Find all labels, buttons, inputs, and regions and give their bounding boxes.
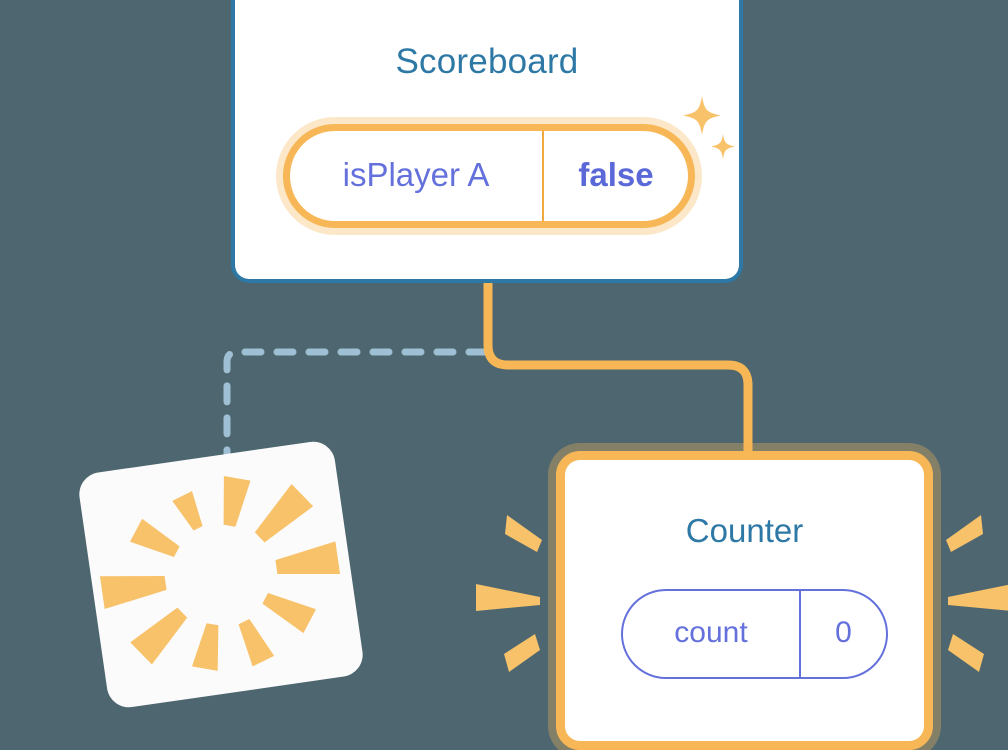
ray-left-mid bbox=[476, 584, 540, 611]
scoreboard-state-pill[interactable]: isPlayer A false bbox=[283, 124, 695, 228]
ghost-card[interactable] bbox=[76, 438, 366, 711]
dashed-connector-to-ghost-card bbox=[223, 348, 489, 474]
ray-right-mid bbox=[948, 584, 1008, 611]
pill-divider bbox=[542, 131, 544, 221]
counter-state-key: count bbox=[674, 615, 748, 649]
ray-right-bottom bbox=[948, 634, 984, 672]
counter-state-pill[interactable]: count 0 bbox=[621, 589, 888, 679]
counter-card[interactable]: Counter count 0 bbox=[556, 451, 933, 750]
pill-divider bbox=[799, 591, 801, 677]
ray-left-top bbox=[505, 515, 542, 552]
solid-connector-to-counter bbox=[483, 281, 753, 462]
scoreboard-state-key: isPlayer A bbox=[342, 155, 490, 193]
ray-left-bottom bbox=[504, 634, 540, 672]
counter-state-value: 0 bbox=[835, 615, 852, 649]
scoreboard-state-value: false bbox=[578, 155, 654, 193]
scoreboard-card-title: Scoreboard bbox=[395, 42, 579, 81]
ray-right-top bbox=[946, 515, 983, 552]
sparkles-icon bbox=[683, 96, 735, 159]
counter-card-title: Counter bbox=[685, 512, 804, 549]
scoreboard-card[interactable]: Scoreboard isPlayer A false bbox=[231, 0, 743, 283]
